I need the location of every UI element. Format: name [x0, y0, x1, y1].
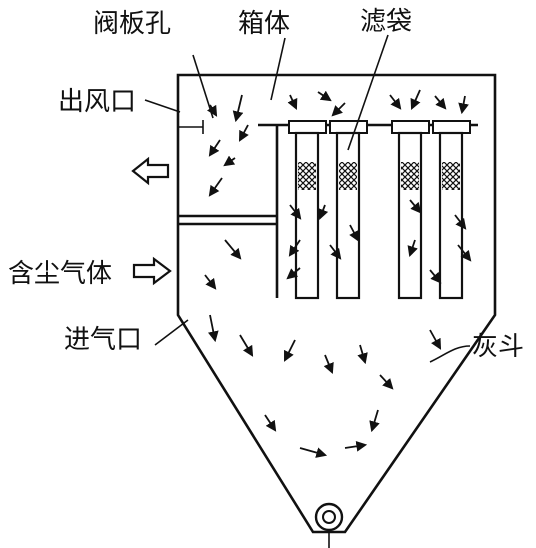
leader-lines — [144, 34, 471, 363]
valve-hole-label: 阀板孔 — [93, 9, 171, 39]
dusty-gas-label: 含尘气体 — [8, 259, 112, 289]
filter-bag-leader — [347, 34, 389, 151]
airflow-arrows — [204, 89, 472, 458]
outlet-label: 出风口 — [58, 87, 136, 117]
filter-bag-label: 滤袋 — [360, 7, 412, 37]
ash-hopper-label: 灰斗 — [472, 332, 524, 362]
filter-bag — [391, 120, 430, 300]
inlet-label: 进气口 — [64, 325, 142, 355]
discharge-valve — [314, 502, 344, 548]
inlet-arrow — [132, 256, 172, 286]
filter-bag — [432, 120, 471, 300]
outlet-arrow — [131, 156, 170, 186]
box-outline — [176, 73, 497, 534]
filter-bags — [288, 120, 471, 300]
valve-hole-leader — [192, 54, 214, 119]
box-body-leader — [270, 37, 286, 101]
outlet-leader — [144, 99, 181, 113]
box-body-label: 箱体 — [238, 9, 290, 39]
ash-hopper-leader — [429, 345, 471, 363]
inlet-leader — [154, 319, 189, 346]
filter-bag — [329, 120, 368, 300]
filter-bag — [288, 120, 327, 300]
